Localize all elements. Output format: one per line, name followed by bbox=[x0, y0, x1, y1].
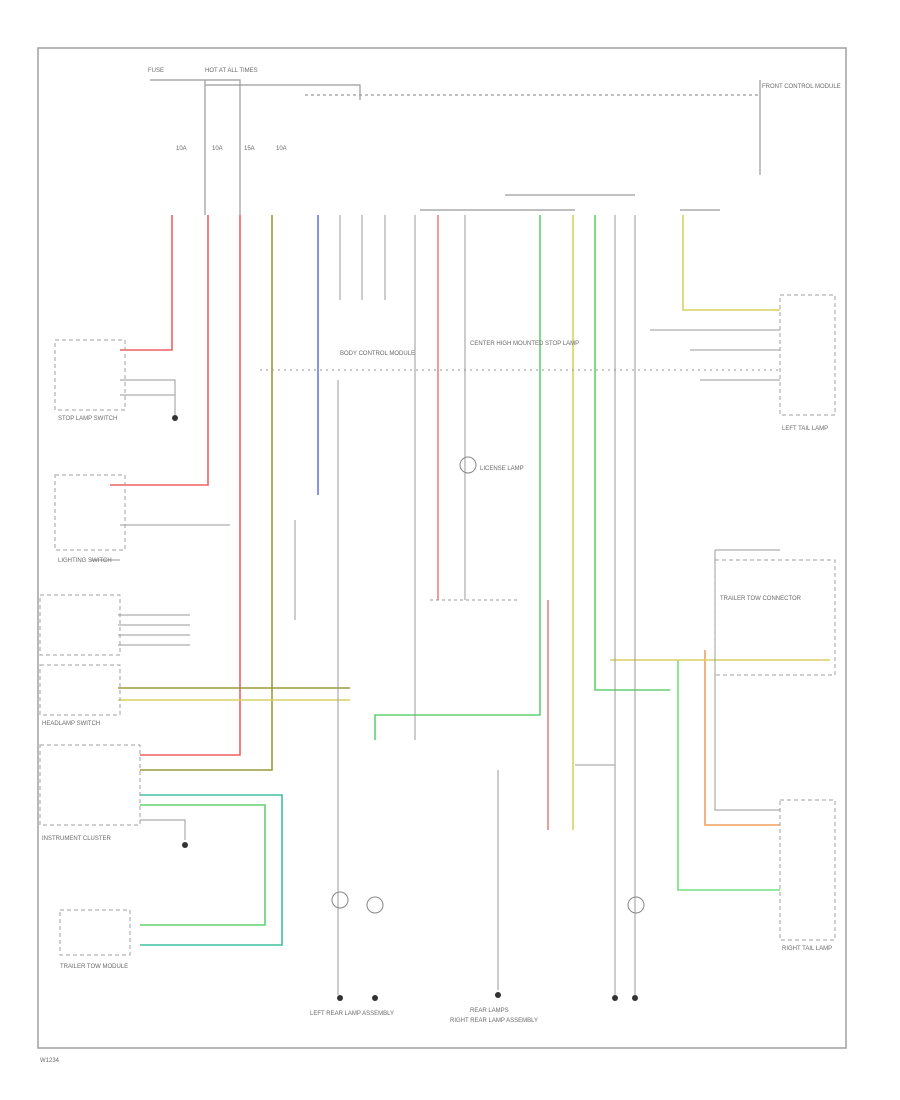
label-bottom-3: RIGHT REAR LAMP ASSEMBLY bbox=[450, 1018, 538, 1024]
labels: FUSE HOT AT ALL TIMES FRONT CONTROL MODU… bbox=[40, 68, 841, 1064]
label-fuse-4: 10A bbox=[276, 146, 287, 152]
label-mod-left3: LIGHTING SWITCH bbox=[58, 558, 112, 564]
label-fuse-3: 15A bbox=[244, 146, 255, 152]
wire-orange-1 bbox=[704, 650, 780, 826]
gray-wires bbox=[90, 215, 780, 995]
label-footer: W1234 bbox=[40, 1058, 60, 1064]
components bbox=[39, 294, 836, 956]
top-bus bbox=[150, 79, 761, 215]
wire-yellow-2 bbox=[682, 215, 780, 311]
label-fuse-2: 10A bbox=[212, 146, 223, 152]
label-mod-left5: INSTRUMENT CLUSTER bbox=[42, 836, 112, 842]
grounds bbox=[172, 415, 638, 1001]
wire-green-3 bbox=[677, 660, 780, 891]
wires bbox=[110, 215, 830, 946]
label-top-left-a: FUSE bbox=[148, 68, 164, 74]
wire-red-2 bbox=[110, 215, 209, 486]
wire-red-3 bbox=[140, 215, 241, 756]
diagram-frame bbox=[37, 47, 847, 1049]
label-top-right: FRONT CONTROL MODULE bbox=[762, 84, 841, 90]
label-mod-right3: RIGHT TAIL LAMP bbox=[782, 946, 832, 952]
wire-green-1 bbox=[374, 215, 541, 740]
wire-teal-2 bbox=[140, 804, 266, 926]
label-mod-right1: TRAILER TOW CONNECTOR bbox=[720, 596, 802, 602]
label-mod-center1: BODY CONTROL MODULE bbox=[340, 351, 415, 357]
label-fuse-1: 10A bbox=[176, 146, 187, 152]
wire-red-1 bbox=[120, 215, 173, 351]
label-mod-left1: STOP LAMP SWITCH bbox=[58, 416, 117, 422]
wire-teal-1 bbox=[140, 794, 283, 946]
label-mod-center2: CENTER HIGH MOUNTED STOP LAMP bbox=[470, 341, 579, 347]
label-mod-left4: HEADLAMP SWITCH bbox=[42, 721, 100, 727]
label-mod-right2: LEFT TAIL LAMP bbox=[782, 426, 828, 432]
label-hot-start: HOT AT ALL TIMES bbox=[205, 68, 258, 74]
label-bottom-2: REAR LAMPS bbox=[470, 1008, 509, 1014]
label-bottom-1: LEFT REAR LAMP ASSEMBLY bbox=[310, 1011, 394, 1017]
label-mod-left6: TRAILER TOW MODULE bbox=[60, 964, 128, 970]
label-mod-center3: LICENSE LAMP bbox=[480, 466, 524, 472]
lamps bbox=[331, 456, 645, 914]
wire-olive-1 bbox=[140, 215, 273, 771]
wire-green-2 bbox=[594, 215, 670, 691]
